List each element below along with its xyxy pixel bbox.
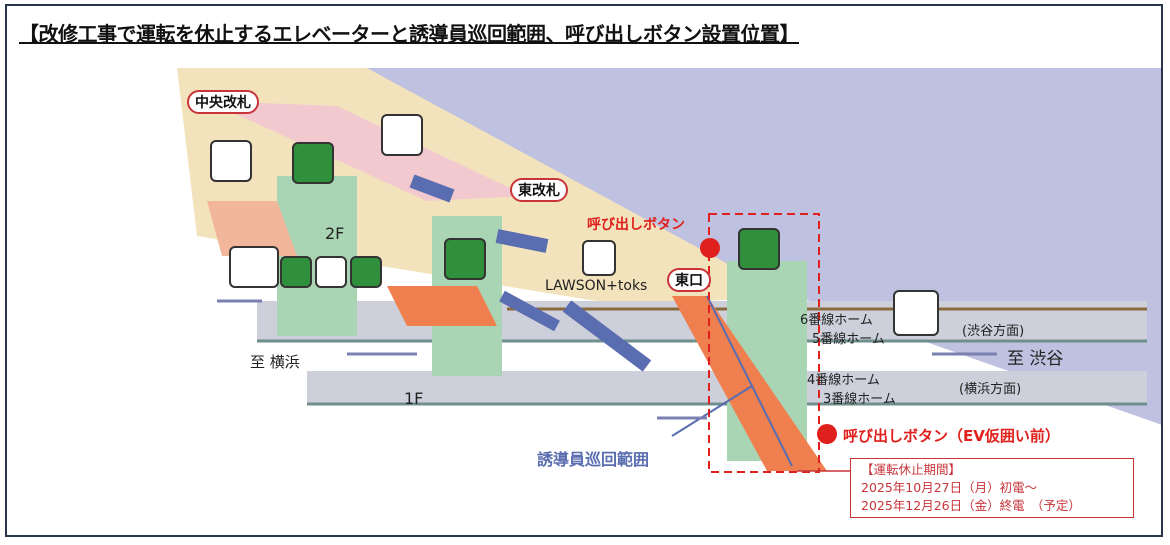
- concourse-pink: [207, 101, 527, 201]
- stairs-left: [207, 201, 297, 256]
- escalator: [562, 300, 652, 372]
- ticket-machine-icon: [381, 114, 423, 156]
- shop-icon: [582, 240, 616, 276]
- kiosk-icon: [893, 290, 939, 336]
- ticket-machine-icon: [210, 140, 252, 182]
- page-title: 【改修工事で運転を休止するエレベーターと誘導員巡回範囲、呼び出しボタン設置位置】: [19, 22, 800, 46]
- escalator: [495, 229, 549, 253]
- escalator: [499, 290, 560, 332]
- suspension-period-box: 【運転休止期間】 2025年10月27日（月）初電～ 2025年12月26日（金…: [850, 458, 1134, 518]
- platform-5-label: 5番線ホーム: [812, 332, 885, 347]
- stairs-center: [387, 286, 497, 326]
- platform-3-label: 3番線ホーム: [823, 392, 896, 407]
- escalator: [409, 174, 455, 203]
- call-button-marker: [700, 238, 720, 258]
- wheelchair-icon: [280, 256, 312, 288]
- platform-4-label: 4番線ホーム: [807, 373, 880, 388]
- east-gate-label: 東改札: [510, 178, 568, 202]
- call-button-marker-ev: [817, 424, 837, 444]
- guard-range-label: 誘導員巡回範囲: [537, 450, 650, 469]
- baby-care-icon: [315, 256, 347, 288]
- elevator-icon: [738, 228, 780, 270]
- central-gate-label: 中央改札: [187, 90, 259, 114]
- period-end: 2025年12月26日（金）終電 （予定）: [861, 498, 1081, 513]
- shibuya-direction-label: (渋谷方面): [962, 324, 1025, 339]
- elevator-icon: [292, 142, 334, 184]
- shop-label: LAWSON+toks: [545, 278, 648, 294]
- floor-2f-label: 2F: [325, 224, 345, 243]
- period-start: 2025年10月27日（月）初電～: [861, 480, 1038, 495]
- platform-6-label: 6番線ホーム: [800, 313, 873, 328]
- to-yokohama-label: 至 横浜: [250, 353, 300, 371]
- diagram-frame: 【改修工事で運転を休止するエレベーターと誘導員巡回範囲、呼び出しボタン設置位置】…: [5, 4, 1163, 537]
- call-button-label: 呼び出しボタン: [587, 217, 685, 233]
- guard-route-line: [706, 295, 793, 467]
- to-shibuya-label: 至 渋谷: [1007, 349, 1064, 369]
- elevator-icon: [444, 238, 486, 280]
- floor-1f-label: 1F: [404, 389, 424, 408]
- yokohama-direction-label: (横浜方面): [959, 382, 1022, 397]
- guard-range-box: [708, 213, 820, 473]
- restroom-icon: [229, 246, 279, 288]
- stairs-east: [672, 296, 827, 471]
- call-button-ev-label: 呼び出しボタン（EV仮囲い前）: [843, 427, 1060, 445]
- period-heading: 【運転休止期間】: [861, 462, 962, 477]
- multipurpose-room-icon: [350, 256, 382, 288]
- east-exit-label: 東口: [667, 268, 711, 292]
